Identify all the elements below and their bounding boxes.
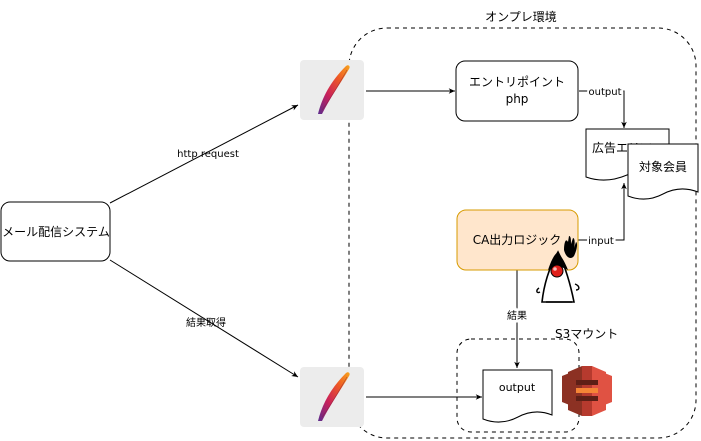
edge-label-http-request: http request — [177, 149, 239, 160]
node-output-document[interactable]: output — [482, 369, 553, 423]
node-entrypoint-label: エントリポイント — [469, 75, 565, 89]
edge-label-result-fetch: 結果取得 — [186, 316, 226, 329]
edge-output — [579, 90, 627, 128]
apache-feather-icon[interactable] — [300, 367, 364, 427]
edge-label-result: 結果 — [507, 309, 527, 322]
node-mail-system[interactable]: メール配信システム — [0, 201, 111, 262]
node-output-document-label: output — [499, 381, 536, 394]
onprem-label: オンプレ環境 — [485, 9, 557, 24]
node-ca-logic[interactable]: CA出力ロジック — [456, 209, 579, 271]
node-target-members[interactable]: 対象会員 — [627, 143, 699, 200]
node-ca-logic-label: CA出力ロジック — [473, 233, 562, 247]
node-entrypoint[interactable]: エントリポイント php — [455, 60, 579, 122]
edge-input — [578, 183, 627, 241]
edge-label-input: input — [588, 236, 614, 247]
edge-result-fetch — [109, 259, 299, 378]
amazon-s3-icon — [562, 366, 612, 416]
node-entrypoint-sublabel: php — [506, 92, 529, 106]
s3mount-label: S3マウント — [555, 327, 618, 341]
apache-feather-icon[interactable] — [300, 60, 364, 120]
node-mail-system-label: メール配信システム — [2, 225, 110, 239]
edge-http-request — [109, 104, 299, 204]
onprem-container — [348, 27, 697, 439]
java-duke-icon — [536, 236, 580, 303]
s3mount-container — [456, 338, 580, 433]
node-target-members-label: 対象会員 — [639, 160, 687, 174]
edge-label-output: output — [589, 87, 622, 98]
